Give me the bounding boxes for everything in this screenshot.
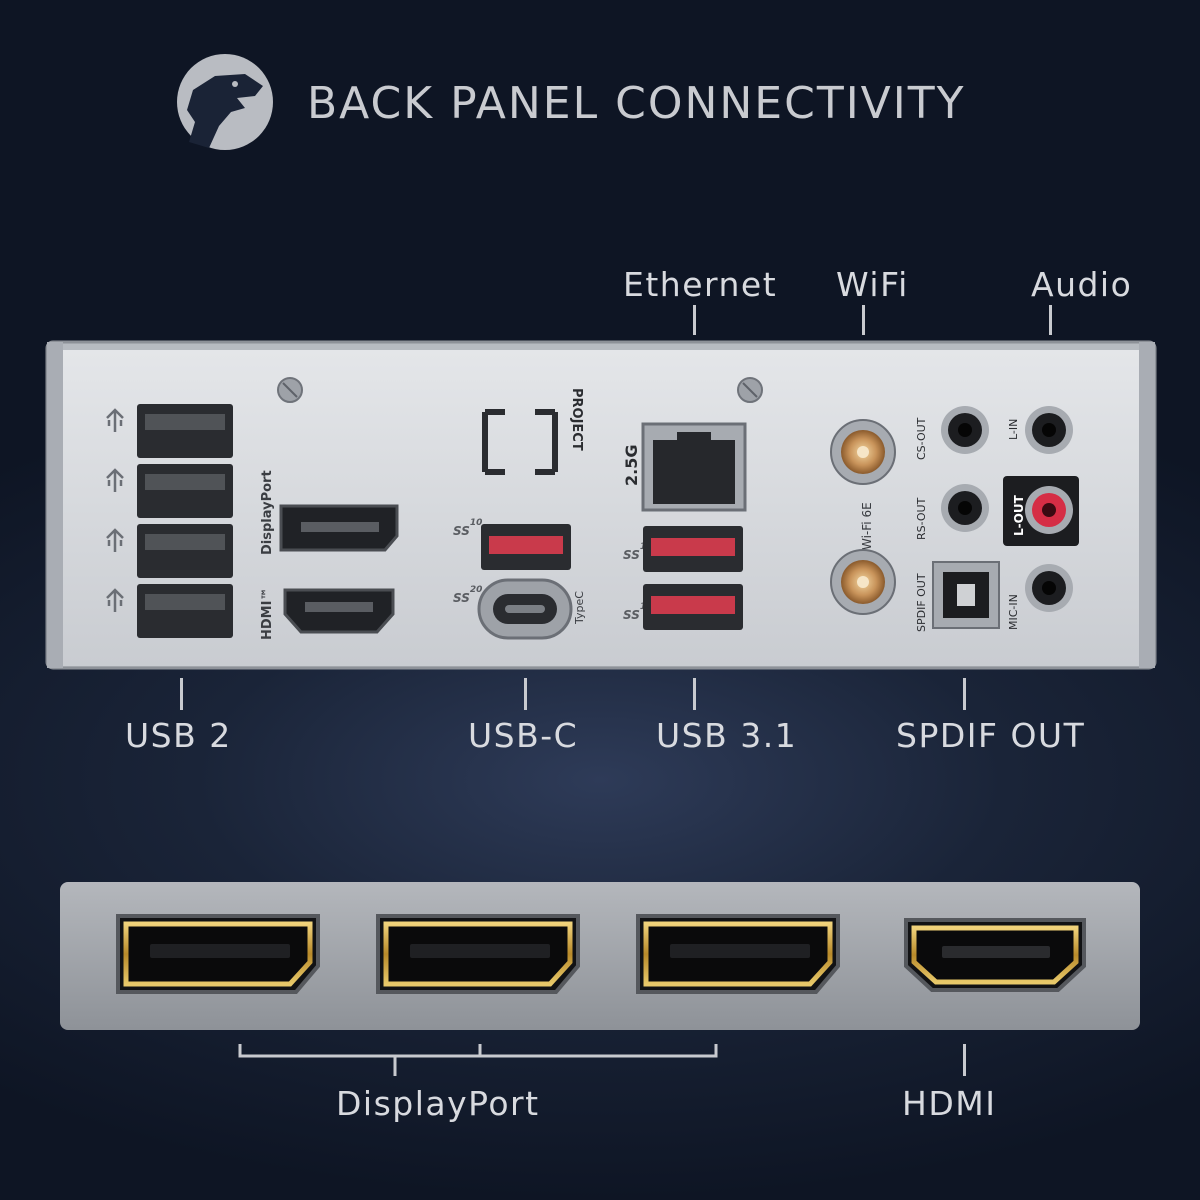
audio-jack-l-in[interactable] <box>1025 406 1073 454</box>
spdif-optical-port[interactable] <box>932 561 1000 629</box>
hdmi-port[interactable] <box>283 588 395 634</box>
spdif-label: SPDIF OUT <box>896 716 1086 755</box>
wifi-tick <box>862 305 865 335</box>
hdmi-tick <box>963 1044 966 1076</box>
wifi-antenna-connector[interactable] <box>830 419 896 485</box>
video-output-zoom-strip <box>60 882 1140 1030</box>
dinosaur-logo-icon <box>177 54 273 150</box>
rs-out-print: RS-OUT <box>915 497 928 540</box>
spdif-tick <box>963 678 966 710</box>
spdif-out-print: SPDIF OUT <box>915 573 928 632</box>
usb31-port[interactable] <box>481 524 571 570</box>
mic-in-print: MIC-IN <box>1007 594 1020 630</box>
header: BACK PANEL CONNECTIVITY <box>175 52 1055 152</box>
ethernet-port[interactable] <box>641 422 747 512</box>
usb31-port[interactable] <box>643 526 743 572</box>
usb-trident-icon <box>106 468 124 492</box>
project-print: PROJECT <box>569 388 584 451</box>
usbc-tick <box>524 678 527 710</box>
displayport-zoom-port[interactable] <box>116 914 320 994</box>
usb31-port[interactable] <box>643 584 743 630</box>
l-in-print: L-IN <box>1007 419 1020 440</box>
audio-jack-mic-in[interactable] <box>1025 564 1073 612</box>
wifi-label: WiFi <box>836 265 909 304</box>
usb-c-port[interactable] <box>477 578 573 640</box>
screw-icon <box>737 377 763 403</box>
hdmi-zoom-port[interactable] <box>904 918 1086 992</box>
displayport-zoom-port[interactable] <box>376 914 580 994</box>
audio-jack-l-out[interactable] <box>1025 486 1073 534</box>
displayport-port[interactable] <box>279 504 399 552</box>
typec-print: TypeC <box>573 591 586 625</box>
wifi6e-print: Wi-Fi 6E <box>860 502 874 550</box>
usb-trident-icon <box>106 528 124 552</box>
io-shield-panel: DisplayPort HDMI™ PROJECT SS10 SS20 Type… <box>45 340 1157 670</box>
usb31-label: USB 3.1 <box>656 716 798 755</box>
page-title: BACK PANEL CONNECTIVITY <box>307 78 966 129</box>
ethernet-tick <box>693 305 696 335</box>
usb-trident-icon <box>106 408 124 432</box>
screw-icon <box>277 377 303 403</box>
displayport-zoom-port[interactable] <box>636 914 840 994</box>
audio-label: Audio <box>1031 265 1133 304</box>
wifi-antenna-connector[interactable] <box>830 549 896 615</box>
usb2-label: USB 2 <box>125 716 232 755</box>
usb2-tick <box>180 678 183 710</box>
hdmi-print: HDMI™ <box>260 588 275 640</box>
audio-jack-rs-out[interactable] <box>941 484 989 532</box>
audio-tick <box>1049 305 1052 335</box>
usbc-label: USB-C <box>468 716 579 755</box>
audio-jack-cs-out[interactable] <box>941 406 989 454</box>
displayport-print: DisplayPort <box>260 470 275 555</box>
lan-speed-print: 2.5G <box>622 445 641 486</box>
displayport-bracket <box>238 1044 718 1076</box>
displayport-label: DisplayPort <box>336 1084 540 1123</box>
cs-out-print: CS-OUT <box>915 417 928 460</box>
usb-trident-icon <box>106 588 124 612</box>
project-logo-icon: PROJECT <box>482 388 584 475</box>
l-out-print: L-OUT <box>1012 494 1026 536</box>
usb31-tick <box>693 678 696 710</box>
usb2-port-group[interactable] <box>106 404 233 638</box>
hdmi-label: HDMI <box>902 1084 997 1123</box>
ethernet-label: Ethernet <box>623 265 778 304</box>
